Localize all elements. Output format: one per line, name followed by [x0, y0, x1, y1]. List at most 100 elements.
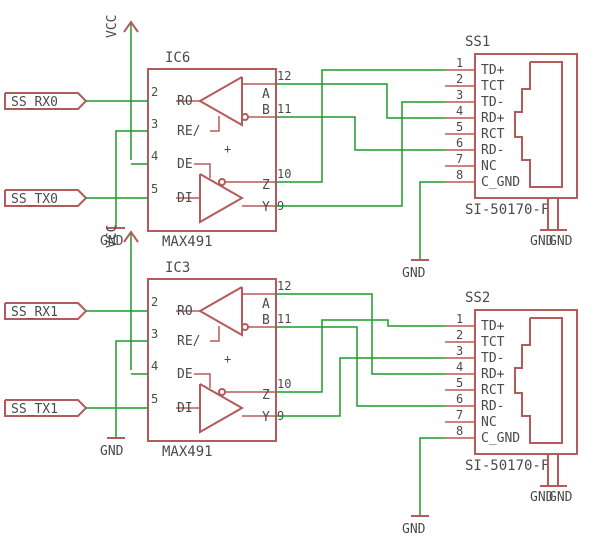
- conn-pin-5-num: 5: [456, 120, 463, 134]
- pin-re-name: RE/: [177, 124, 200, 139]
- pin-b-name: B: [262, 313, 270, 328]
- ic-body: [147, 68, 277, 232]
- gnd-label-left: GND: [100, 444, 124, 459]
- net-y-tdminus: [276, 101, 445, 207]
- conn-pin-5-num: 5: [456, 376, 463, 390]
- gnd-label-conn: GND: [402, 522, 426, 537]
- conn-value: SI-50170-F: [465, 458, 549, 474]
- gnd-label-shield-a: GND: [530, 234, 554, 249]
- gnd-label-shield-b: GND: [549, 490, 573, 505]
- pin-di-name: DI: [177, 191, 193, 206]
- conn-ref: SS1: [465, 34, 490, 50]
- port-ss-rx1: [4, 302, 88, 320]
- pin-di-num: 5: [151, 392, 158, 406]
- conn-pin-6-name: RD-: [481, 143, 504, 158]
- conn-pin-3-num: 3: [456, 344, 463, 358]
- net-z-tdplus: [276, 319, 445, 393]
- net-b-rdminus: [276, 326, 445, 407]
- conn-pin-3-num: 3: [456, 88, 463, 102]
- conn-ref: SS2: [465, 290, 490, 306]
- ic-value: MAX491: [162, 234, 213, 250]
- conn-pin-5-name: RCT: [481, 383, 505, 398]
- pin-z-name: Z: [262, 178, 270, 193]
- port-ss-rx1-label: SS_RX1: [11, 305, 58, 320]
- conn-pin-4-num: 4: [456, 104, 463, 118]
- conn-pin-5-name: RCT: [481, 127, 505, 142]
- port-ss-tx0-label: SS_TX0: [11, 192, 58, 207]
- conn-pin-1-name: TD+: [481, 63, 505, 78]
- pin-a-name: A: [262, 297, 270, 312]
- net-z-tdplus: [276, 69, 445, 183]
- conn-pin-8-name: C_GND: [481, 175, 520, 190]
- pin-b-name: B: [262, 103, 270, 118]
- conn-pin-2-name: TCT: [481, 335, 505, 350]
- driver-gate: [199, 383, 245, 434]
- conn-pin-6-name: RD-: [481, 399, 504, 414]
- conn-pin-4-name: RD+: [481, 111, 505, 126]
- gnd-label-conn: GND: [402, 266, 426, 281]
- connector-body: [474, 53, 578, 199]
- ic-ref: IC6: [165, 50, 190, 66]
- gnd-label-shield-a: GND: [530, 490, 554, 505]
- conn-pin-2-num: 2: [456, 72, 463, 86]
- driver-gate: [199, 173, 245, 224]
- ic-origin-mark: +: [224, 352, 231, 366]
- pin-b-num: 11: [277, 312, 291, 326]
- net-cgnd: [419, 181, 445, 260]
- driver-bubble: [218, 178, 226, 186]
- pin-de-num: 4: [151, 149, 158, 163]
- port-ss-tx1: [4, 399, 88, 417]
- conn-pin-1-name: TD+: [481, 319, 505, 334]
- net-y-tdminus: [276, 357, 445, 417]
- pin-re-name: RE/: [177, 334, 200, 349]
- pin-b-num: 11: [277, 102, 291, 116]
- port-ss-rx0-label: SS_RX0: [11, 95, 58, 110]
- pin-re-num: 3: [151, 327, 158, 341]
- vcc-label: VCC: [105, 15, 120, 38]
- conn-pin-3-name: TD-: [481, 351, 504, 366]
- gnd-label-shield-b: GND: [549, 234, 573, 249]
- conn-pin-7-num: 7: [456, 408, 463, 422]
- conn-pin-8-name: C_GND: [481, 431, 520, 446]
- pin-ro-name: RO: [177, 94, 193, 109]
- net-re-gnd: [115, 340, 148, 438]
- pin-di-name: DI: [177, 401, 193, 416]
- port-ss-tx1-label: SS_TX1: [11, 402, 58, 417]
- net-cgnd: [419, 437, 445, 516]
- conn-pin-6-num: 6: [456, 136, 463, 150]
- circuit-1: VCCSS_RX0SS_TX0IC6MAX491+RORE/DEDIABZY23…: [4, 15, 578, 281]
- pin-de-num: 4: [151, 359, 158, 373]
- pin-y-name: Y: [262, 410, 270, 425]
- conn-value: SI-50170-F: [465, 202, 549, 218]
- receiver-gate: [197, 286, 243, 337]
- pin-di-num: 5: [151, 182, 158, 196]
- ic-ref: IC3: [165, 260, 190, 276]
- gnd-label-left: GND: [100, 234, 124, 249]
- conn-pin-6-num: 6: [456, 392, 463, 406]
- vcc-label: VCC: [105, 225, 120, 248]
- ic-origin-mark: +: [224, 142, 231, 156]
- conn-pin-2-num: 2: [456, 328, 463, 342]
- jack-outline: [514, 317, 563, 444]
- ic-body: [147, 278, 277, 442]
- conn-pin-4-num: 4: [456, 360, 463, 374]
- pin-z-name: Z: [262, 388, 270, 403]
- conn-pin-1-num: 1: [456, 312, 463, 326]
- pin-a-name: A: [262, 87, 270, 102]
- pin-re-num: 3: [151, 117, 158, 131]
- pin-ro-num: 2: [151, 295, 158, 309]
- connector-body: [474, 309, 578, 455]
- pin-de-name: DE: [177, 157, 193, 172]
- jack-outline: [514, 61, 563, 188]
- driver-bubble: [218, 388, 226, 396]
- port-ss-tx0: [4, 189, 88, 207]
- pin-ro-num: 2: [151, 85, 158, 99]
- pin-ro-name: RO: [177, 304, 193, 319]
- receiver-bubble: [241, 323, 249, 331]
- receiver-gate: [197, 76, 243, 127]
- pin-a-num: 12: [277, 69, 291, 83]
